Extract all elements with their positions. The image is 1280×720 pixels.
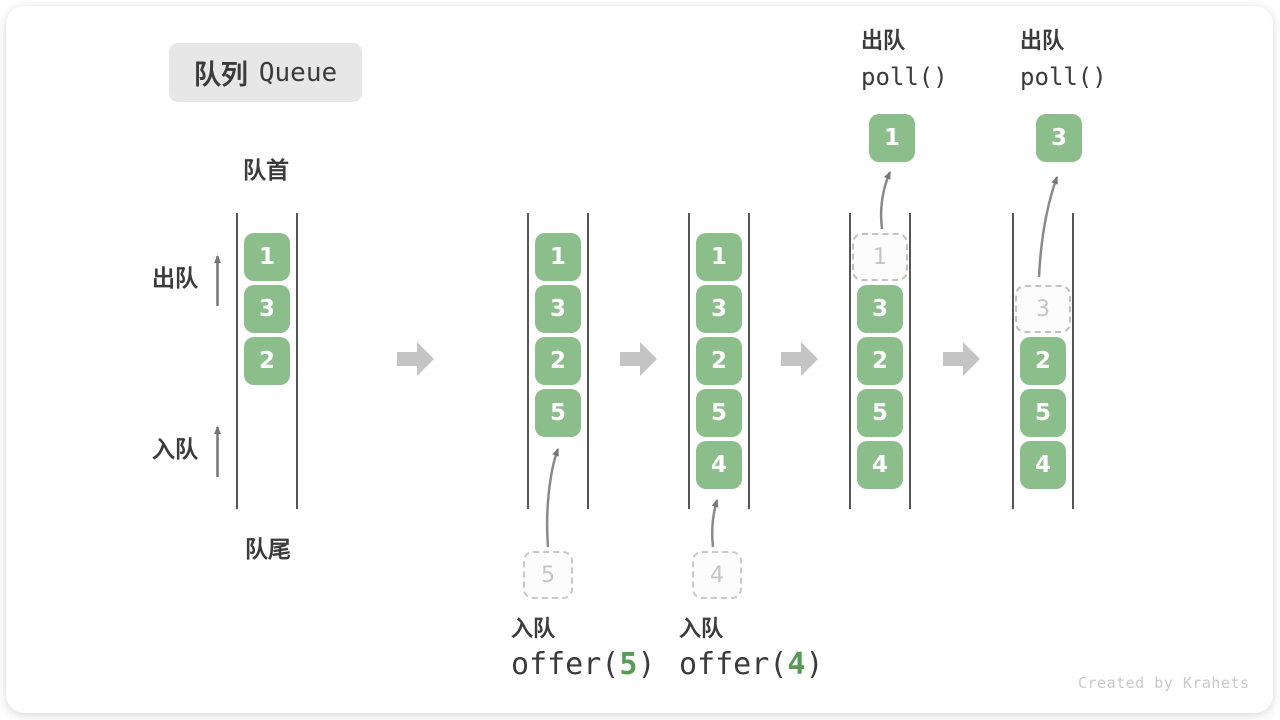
enqueue4-label-zh: 入队 [679, 616, 724, 641]
incoming-cell: 5 [523, 551, 573, 599]
enqueue5-label: 入队 offer(5) [511, 616, 656, 682]
queue-cell: 5 [1020, 389, 1066, 437]
queue-state-5: 3 2 5 4 [1012, 213, 1074, 509]
queue-cell: 3 [244, 285, 290, 333]
queue-state-1: 1 3 2 [236, 213, 298, 509]
front-label: 队首 [243, 157, 289, 183]
queue-cell: 2 [1020, 337, 1066, 385]
enqueue4-arg: 4 [787, 647, 806, 682]
enqueue5-label-zh: 入队 [511, 616, 556, 641]
rear-label: 队尾 [245, 536, 291, 562]
queue-cell: 5 [535, 389, 581, 437]
queue-ghost-cell: 1 [852, 233, 908, 281]
queue-cell: 5 [696, 389, 742, 437]
queue-ghost-cell: 3 [1015, 285, 1071, 333]
dequeue2-label-zh: 出队 [1020, 28, 1065, 53]
enqueue4-label-code: offer(4) [679, 647, 824, 682]
queue-cell: 3 [535, 285, 581, 333]
queue-cell: 4 [1020, 441, 1066, 489]
enqueue4-label: 入队 offer(4) [679, 616, 824, 682]
queue-cell: 1 [535, 233, 581, 281]
queue-cell: 4 [696, 441, 742, 489]
dequeue1-label: 出队 poll() [861, 28, 948, 91]
queue-state-2: 1 3 2 5 [527, 213, 589, 509]
dequeue1-label-zh: 出队 [861, 28, 906, 53]
queue-cell: 3 [857, 285, 903, 333]
queue-cell: 4 [857, 441, 903, 489]
queue-cell: 1 [244, 233, 290, 281]
queue-state-3: 1 3 2 5 4 [688, 213, 750, 509]
queue-cell: 3 [696, 285, 742, 333]
polled-cell: 1 [869, 114, 915, 162]
title-en: Queue [258, 57, 338, 88]
queue-cell: 5 [857, 389, 903, 437]
incoming-cell: 4 [692, 551, 742, 599]
queue-cell: 2 [857, 337, 903, 385]
dequeue2-label: 出队 poll() [1020, 28, 1107, 91]
title-badge: 队列 Queue [169, 43, 362, 102]
enqueue5-label-code: offer(5) [511, 647, 656, 682]
queue-state-4: 1 3 2 5 4 [849, 213, 911, 509]
diagram-card [6, 6, 1273, 713]
queue-cell: 2 [696, 337, 742, 385]
title-zh: 队列 [193, 60, 248, 90]
queue-cell: 1 [696, 233, 742, 281]
dequeue-direction-label: 出队 [152, 265, 198, 291]
enqueue5-arg: 5 [619, 647, 638, 682]
polled-cell: 3 [1036, 114, 1082, 162]
enqueue-direction-label: 入队 [152, 436, 198, 462]
watermark: Created by Krahets [1078, 674, 1250, 692]
queue-cell: 2 [244, 337, 290, 385]
dequeue1-label-code: poll() [861, 63, 948, 91]
queue-cell: 2 [535, 337, 581, 385]
dequeue2-label-code: poll() [1020, 63, 1107, 91]
